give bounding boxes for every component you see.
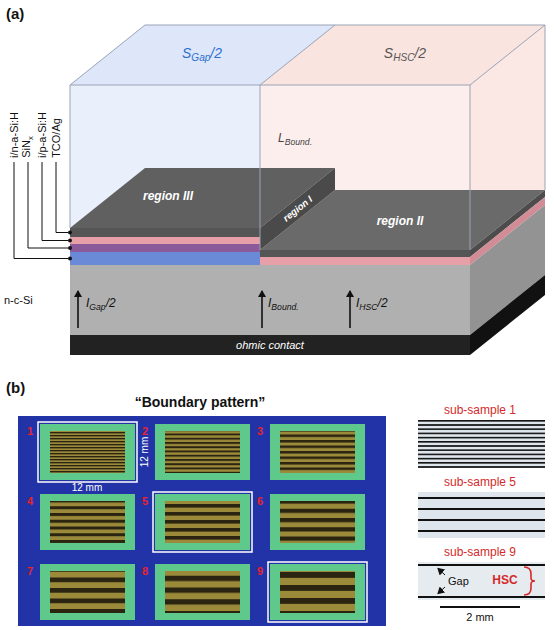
layer-name: i/p-a-Si:H	[36, 112, 48, 158]
label-text: 12 mm	[72, 482, 103, 493]
sample-square: 4	[24, 494, 135, 550]
sample-number: 4	[27, 495, 33, 507]
subscript: Bound.	[271, 302, 298, 312]
dimension: 12 mm	[72, 482, 103, 493]
layer-name: i/n-a-Si:H	[8, 112, 20, 158]
sub-sample-image: sub-sample 1	[415, 404, 545, 468]
pattern-title: “Boundary pattern”	[135, 395, 266, 410]
subscript: Gap	[89, 302, 105, 312]
sample-number: 7	[27, 565, 33, 577]
label-text: “Boundary pattern”	[135, 394, 266, 410]
region-label: region II	[377, 215, 424, 228]
sample-number: 1	[27, 425, 33, 437]
area-label: SHSC/2	[384, 46, 426, 63]
scale-bar-label: 2 mm	[466, 611, 494, 623]
region-label: region III	[143, 190, 193, 203]
sample-number: 5	[142, 495, 148, 507]
subscript: HSC	[393, 52, 414, 63]
sample-square: 3	[254, 424, 365, 480]
layer-name: n-c-Si	[4, 294, 33, 306]
label-text: (a)	[6, 5, 24, 22]
label-text: i/p-a-Si:H	[36, 112, 48, 158]
hsc-label: HSC	[492, 574, 517, 587]
label-text: /2	[106, 296, 116, 310]
panel-letter: (b)	[6, 380, 25, 397]
subscript: HSC	[359, 302, 377, 312]
sub-sample-title: sub-sample 1	[444, 404, 516, 417]
label-text: L	[278, 131, 285, 145]
sample-square: 8	[139, 564, 250, 620]
subscript: Bound.	[285, 137, 312, 147]
sub-sample-title: sub-sample 9	[444, 546, 516, 559]
subscript: Gap	[191, 52, 210, 63]
label-text: /2	[210, 45, 222, 61]
label-text: S	[384, 45, 393, 61]
label-text: region III	[143, 189, 193, 203]
length-label: LBound.	[278, 132, 312, 147]
label-text: I	[356, 296, 359, 310]
sample-square: 1	[24, 424, 135, 480]
sample-number: 6	[257, 495, 263, 507]
label-text: region II	[377, 214, 424, 228]
sample-number: 9	[257, 565, 263, 577]
contact-label: ohmic contact	[236, 339, 304, 351]
area-label: SGap/2	[182, 46, 222, 63]
current-label: IHSC/2	[356, 297, 388, 312]
label-text: I	[268, 296, 271, 310]
label-text: /2	[414, 45, 426, 61]
label-text: S	[182, 45, 191, 61]
sample-number: 2	[142, 425, 148, 437]
layer-name: TCO/Ag	[50, 118, 62, 158]
gap-label: Gap	[448, 575, 469, 587]
label-text: /2	[378, 296, 388, 310]
label-text: (b)	[6, 379, 25, 396]
sample-square: 7	[24, 564, 135, 620]
label-text: ohmic contact	[236, 339, 304, 351]
label-text: TCO/Ag	[50, 118, 62, 158]
subscript: x	[26, 136, 35, 140]
label-text: 12 mm	[139, 437, 150, 468]
sample-number: 3	[257, 425, 263, 437]
dimension: 12 mm	[139, 437, 150, 468]
sub-sample-title: sub-sample 5	[444, 476, 516, 489]
sample-square: 6	[254, 494, 365, 550]
sub-sample-image: sub-sample 9 Gap HSC	[415, 546, 545, 600]
label-text: i/n-a-Si:H	[8, 112, 20, 158]
sample-square: 5	[139, 494, 250, 550]
current-label: IBound.	[268, 297, 299, 312]
panel-letter: (a)	[6, 6, 24, 23]
label-text: n-c-Si	[4, 294, 33, 306]
sample-number: 8	[142, 565, 148, 577]
sample-square: 2	[139, 424, 250, 480]
label-text: I	[86, 296, 89, 310]
current-label: IGap/2	[86, 297, 116, 312]
sample-square: 9	[254, 564, 365, 620]
sub-sample-image: sub-sample 5	[415, 476, 545, 538]
label-text: SiN	[20, 140, 32, 158]
label-text: 2 mm	[466, 611, 494, 623]
layer-name: SiNx	[20, 136, 35, 158]
